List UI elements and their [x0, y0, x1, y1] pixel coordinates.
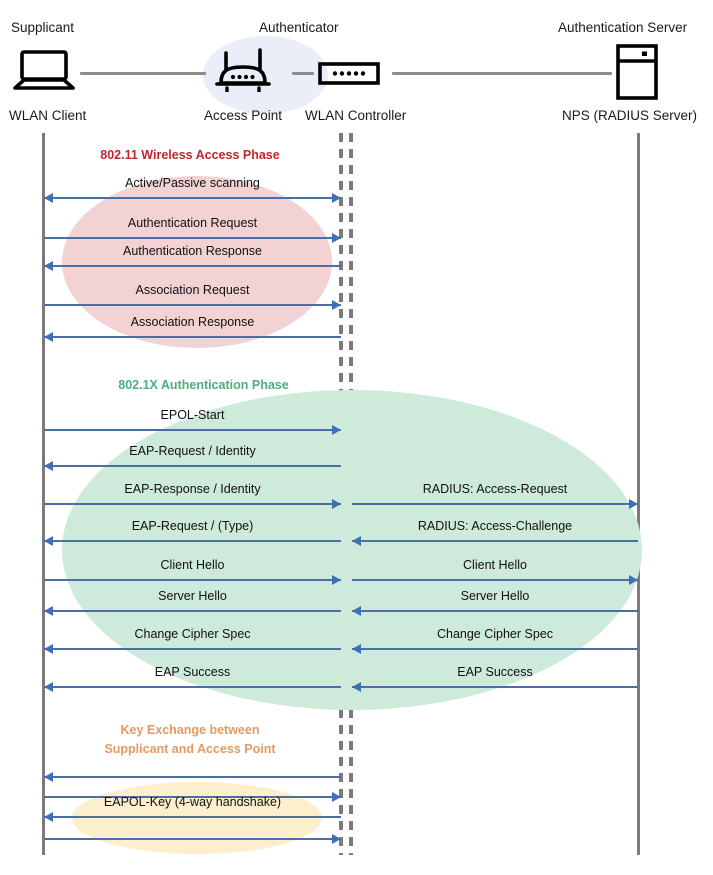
actor-device-wlan-client: WLAN Client [9, 108, 87, 123]
message-label: Authentication Response [123, 244, 262, 258]
link-controller-to-server [392, 72, 612, 75]
message-line [44, 197, 341, 199]
message-line [44, 776, 341, 778]
message-line [352, 610, 638, 612]
message-label: Client Hello [160, 558, 225, 572]
message-line [44, 237, 341, 239]
message-line [44, 336, 341, 338]
phase-label-dot1x: 802.1X Authentication Phase [118, 378, 289, 392]
arrowhead-right-icon [332, 834, 341, 844]
server-rack-icon [615, 44, 661, 105]
arrowhead-right-icon [332, 193, 341, 203]
message-line [44, 686, 341, 688]
arrowhead-right-icon [332, 499, 341, 509]
actor-device-access-point: Access Point [204, 108, 283, 123]
arrowhead-left-icon [352, 682, 361, 692]
arrowhead-left-icon [44, 772, 53, 782]
link-client-to-ap [80, 72, 206, 75]
message-line [44, 838, 341, 840]
arrowhead-left-icon [44, 812, 53, 822]
arrowhead-left-icon [352, 644, 361, 654]
message-label: Change Cipher Spec [436, 627, 554, 641]
arrowhead-right-icon [332, 792, 341, 802]
arrowhead-left-icon [44, 461, 53, 471]
arrowhead-right-icon [332, 425, 341, 435]
message-label: Client Hello [463, 558, 527, 572]
arrowhead-left-icon [44, 606, 53, 616]
message-line [44, 465, 341, 467]
phase-blob-dot1x [62, 390, 642, 710]
message-line [44, 503, 341, 505]
message-line [352, 540, 638, 542]
actor-device-wlan-controller: WLAN Controller [305, 108, 407, 123]
arrowhead-right-icon [629, 575, 638, 585]
message-label: Authentication Request [127, 216, 258, 230]
message-line [44, 429, 341, 431]
phase-label-wireless-access: 802.11 Wireless Access Phase [100, 148, 280, 162]
phase-blob-key-exchange [72, 782, 322, 854]
message-label: EPOL-Start [160, 408, 225, 422]
message-line [44, 816, 341, 818]
laptop-icon [13, 50, 77, 97]
arrowhead-left-icon [44, 261, 53, 271]
message-label: EAPOL-Key (4-way handshake) [103, 795, 282, 809]
message-line [44, 540, 341, 542]
lifeline-auth-server [637, 133, 640, 855]
message-label: EAP-Request / (Type) [131, 519, 254, 533]
message-line [352, 579, 638, 581]
actor-role-supplicant: Supplicant [11, 20, 75, 35]
message-label: EAP Success [457, 665, 533, 679]
link-ap-to-controller [292, 72, 314, 75]
message-label: Server Hello [460, 589, 530, 603]
arrowhead-left-icon [44, 193, 53, 203]
message-label: Change Cipher Spec [134, 627, 251, 641]
phase-blob-wireless-access [62, 176, 332, 348]
arrowhead-right-icon [629, 499, 638, 509]
message-line [352, 686, 638, 688]
actor-device-nps-radius-server: NPS (RADIUS Server) [562, 108, 698, 123]
arrowhead-right-icon [332, 233, 341, 243]
arrowhead-left-icon [352, 606, 361, 616]
wireless-router-icon [213, 47, 275, 97]
message-label: Active/Passive scanning [125, 176, 260, 190]
message-label: Association Response [130, 315, 255, 329]
arrowhead-left-icon [44, 682, 53, 692]
message-label: RADIUS: Access-Challenge [417, 519, 573, 533]
arrowhead-right-icon [332, 300, 341, 310]
message-line [352, 648, 638, 650]
message-line [44, 648, 341, 650]
message-label: RADIUS: Access-Request [422, 482, 568, 496]
arrowhead-left-icon [44, 644, 53, 654]
actor-role-authenticator: Authenticator [259, 20, 339, 35]
message-line [44, 304, 341, 306]
message-label: Server Hello [158, 589, 227, 603]
arrowhead-right-icon [332, 575, 341, 585]
message-line [44, 579, 341, 581]
message-label: EAP-Response / Identity [124, 482, 261, 496]
message-line [352, 503, 638, 505]
message-label: EAP-Request / Identity [129, 444, 256, 458]
actor-role-authentication-server: Authentication Server [558, 20, 688, 35]
message-line [44, 610, 341, 612]
phase-label-key-exchange-line2: Supplicant and Access Point [104, 742, 276, 756]
message-line [44, 265, 341, 267]
arrowhead-left-icon [44, 536, 53, 546]
lifeline-supplicant [42, 133, 45, 855]
message-label: Association Request [135, 283, 250, 297]
phase-label-key-exchange: Key Exchange between Supplicant and Acce… [92, 721, 288, 759]
message-line [44, 796, 341, 798]
arrowhead-left-icon [352, 536, 361, 546]
arrowhead-left-icon [44, 332, 53, 342]
message-label: EAP Success [154, 665, 231, 679]
switch-icon [318, 62, 380, 91]
phase-label-key-exchange-line1: Key Exchange between [120, 723, 260, 737]
